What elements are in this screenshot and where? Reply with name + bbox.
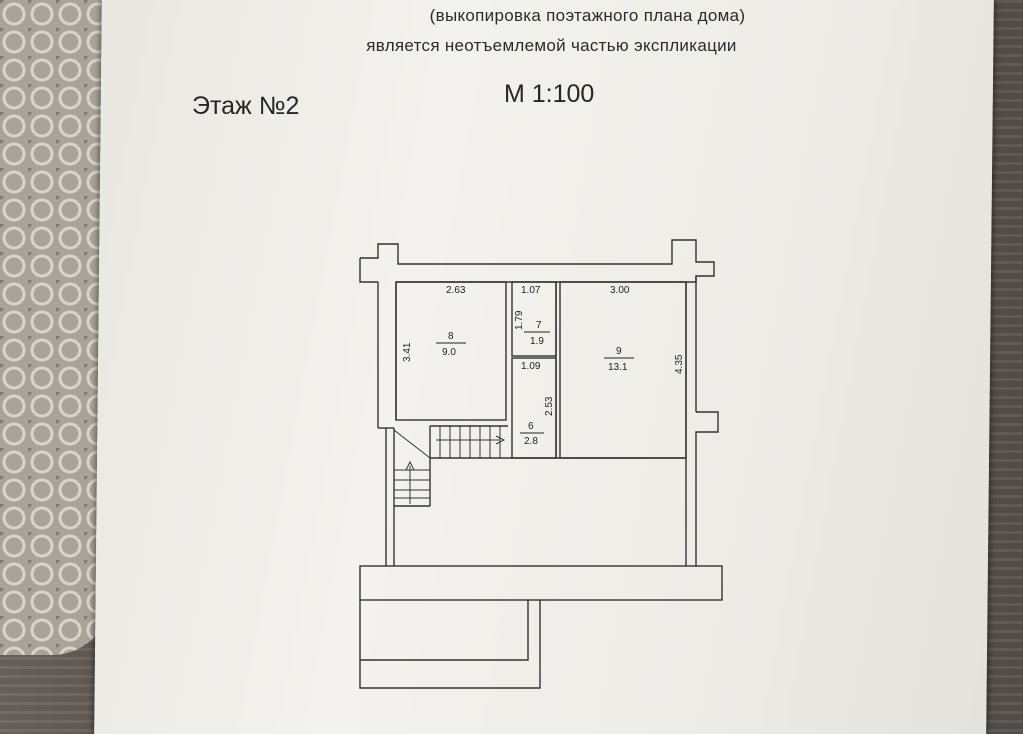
dim-mid-height: 2.53 bbox=[544, 396, 555, 416]
room-8-number: 8 bbox=[448, 331, 454, 342]
lace-doily bbox=[0, 0, 112, 655]
dim-top-left: 2.63 bbox=[446, 285, 466, 296]
header-line-1: (выкопировка поэтажного плана дома) bbox=[429, 6, 746, 25]
room-8-area: 9.0 bbox=[442, 347, 456, 358]
dim-right: 4.35 bbox=[674, 354, 685, 374]
room-7-area: 1.9 bbox=[530, 336, 544, 347]
header-line-2: является неотъемлемой частью экспликации bbox=[366, 36, 737, 55]
dim-top-mid: 1.07 bbox=[521, 285, 541, 296]
dim-mid-width: 1.09 bbox=[521, 361, 541, 372]
dim-left: 3.41 bbox=[402, 342, 413, 362]
room-6-number: 6 bbox=[528, 421, 534, 432]
dim-mid-small: 1.79 bbox=[514, 310, 525, 330]
room-9-number: 9 bbox=[616, 346, 622, 357]
dim-top-right: 3.00 bbox=[610, 285, 630, 296]
scale-label: М 1:100 bbox=[504, 80, 595, 108]
room-9-area: 13.1 bbox=[608, 362, 628, 373]
room-7-number: 7 bbox=[536, 320, 542, 331]
floor-label: Этаж №2 bbox=[192, 92, 300, 120]
room-6-area: 2.8 bbox=[524, 436, 538, 447]
